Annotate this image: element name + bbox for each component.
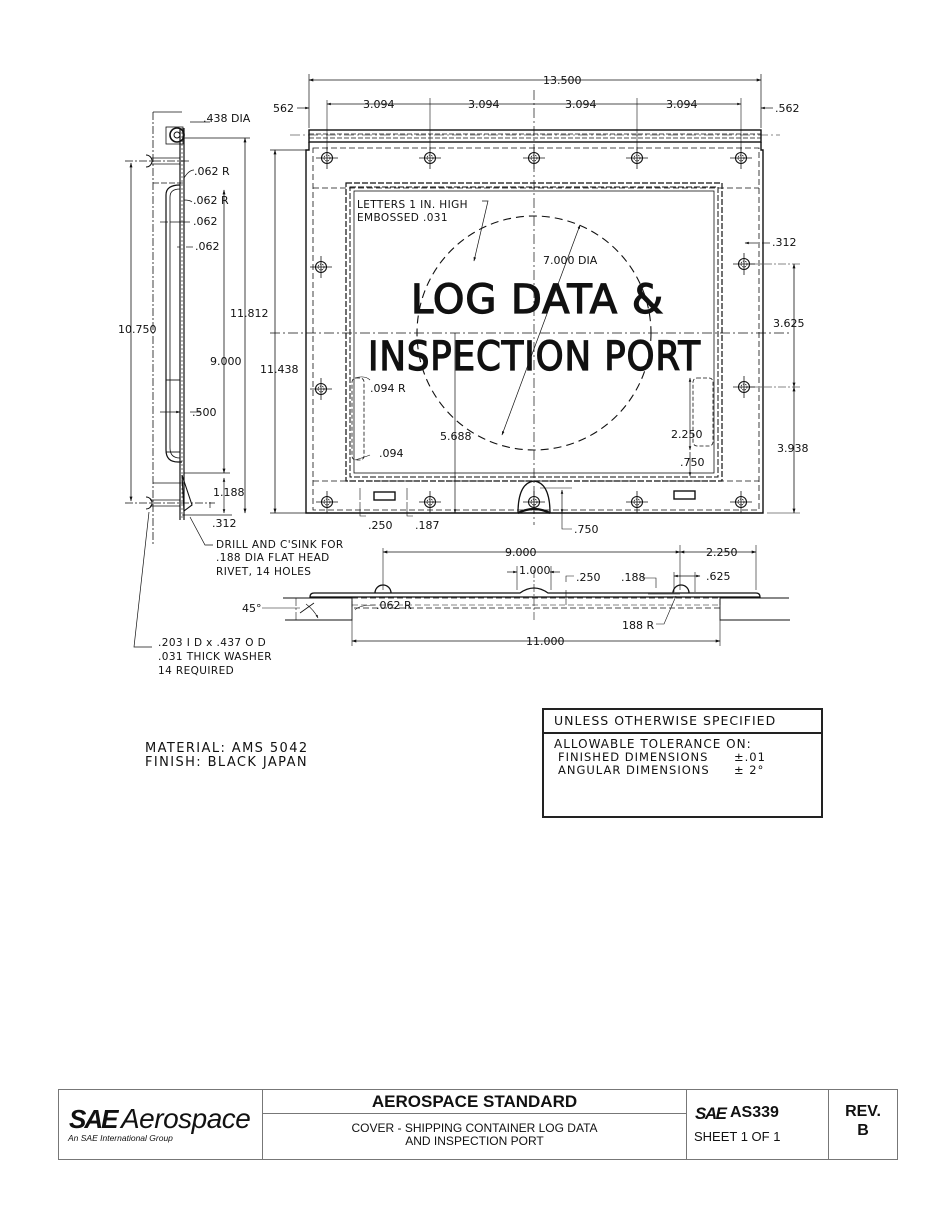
- svg-text:DRILL AND C'SINK FOR: DRILL AND C'SINK FOR: [216, 539, 344, 551]
- svg-text:14 REQUIRED: 14 REQUIRED: [158, 665, 234, 677]
- section-view-labels: 9.000 2.250 1.000 .250 .188 .625 .062 R …: [242, 546, 738, 648]
- tolerance-header: UNLESS OTHERWISE SPECIFIED: [544, 710, 821, 734]
- svg-text:11.812: 11.812: [230, 307, 269, 320]
- tolerance-block: UNLESS OTHERWISE SPECIFIED ALLOWABLE TOL…: [542, 708, 823, 818]
- svg-text:.312: .312: [212, 517, 237, 530]
- svg-text:3.094: 3.094: [565, 98, 597, 111]
- document-number: AS339: [730, 1104, 779, 1121]
- material-note: MATERIAL: AMS 5042 FINISH: BLACK JAPAN: [145, 742, 309, 770]
- svg-text:.062: .062: [195, 240, 220, 253]
- svg-text:.062 R: .062 R: [376, 599, 412, 612]
- svg-text:45°: 45°: [242, 602, 262, 615]
- svg-text:LOG DATA &: LOG DATA &: [411, 277, 664, 323]
- tolerance-row-label: FINISHED DIMENSIONS: [558, 750, 709, 764]
- side-view: [125, 111, 250, 648]
- svg-text:3.094: 3.094: [666, 98, 698, 111]
- svg-text:9.000: 9.000: [505, 546, 537, 559]
- tolerance-title: ALLOWABLE TOLERANCE ON:: [554, 737, 752, 751]
- plan-view: [270, 74, 800, 530]
- description-line: AND INSPECTION PORT: [405, 1134, 544, 1148]
- revision-value: B: [857, 1122, 869, 1139]
- svg-text:.250: .250: [576, 571, 601, 584]
- svg-text:.031 THICK WASHER: .031 THICK WASHER: [158, 651, 272, 663]
- description-line: COVER - SHIPPING CONTAINER LOG DATA: [351, 1121, 598, 1135]
- tolerance-row-value: ±.01: [734, 750, 766, 764]
- svg-text:.062: .062: [193, 215, 218, 228]
- svg-text:.750: .750: [680, 456, 705, 469]
- svg-text:13.500: 13.500: [543, 74, 582, 87]
- svg-text:.250: .250: [368, 519, 393, 532]
- tolerance-row: ANGULAR DIMENSIONS ± 2°: [554, 764, 821, 777]
- logo-subtitle: An SAE International Group: [68, 1133, 173, 1143]
- section-view: [262, 545, 790, 646]
- material-line: MATERIAL: AMS 5042: [145, 741, 309, 756]
- aerospace-wordmark: Aerospace: [121, 1103, 251, 1134]
- svg-text:INSPECTION PORT: INSPECTION PORT: [368, 334, 701, 380]
- svg-text:.750: .750: [574, 523, 599, 536]
- svg-text:2.250: 2.250: [706, 546, 738, 559]
- svg-text:11.438: 11.438: [260, 363, 299, 376]
- tolerance-row: FINISHED DIMENSIONS ±.01: [554, 751, 821, 764]
- svg-text:.500: .500: [192, 406, 217, 419]
- revision-label: REV.: [845, 1103, 881, 1120]
- svg-text:.203 I D x .437 O D: .203 I D x .437 O D: [158, 637, 266, 649]
- tolerance-row-label: ANGULAR DIMENSIONS: [558, 763, 710, 777]
- finish-line: FINISH: BLACK JAPAN: [145, 755, 308, 770]
- svg-text:.094: .094: [379, 447, 404, 460]
- sheet-number: SHEET 1 OF 1: [694, 1129, 781, 1144]
- tolerance-row-value: ± 2°: [734, 763, 765, 777]
- svg-text:188 R: 188 R: [622, 619, 654, 632]
- svg-text:.438 DIA: .438 DIA: [203, 112, 251, 125]
- svg-text:.312: .312: [772, 236, 797, 249]
- svg-text:5.688: 5.688: [440, 430, 472, 443]
- svg-text:.094 R: .094 R: [370, 382, 406, 395]
- svg-text:1.188: 1.188: [213, 486, 245, 499]
- svg-text:.188 DIA FLAT HEAD: .188 DIA FLAT HEAD: [216, 552, 330, 564]
- svg-text:.062 R: .062 R: [193, 194, 229, 207]
- side-view-labels: .438 DIA .062 R .062 R .062 .062 10.750 …: [118, 112, 344, 677]
- document-number-cell: SAE AS339 SHEET 1 OF 1: [687, 1090, 829, 1159]
- svg-text:1.000: 1.000: [519, 564, 551, 577]
- svg-text:10.750: 10.750: [118, 323, 157, 336]
- plan-view-labels: 13.500 562 .562 3.094 3.094 3.094 3.094 …: [260, 74, 809, 536]
- svg-text:EMBOSSED .031: EMBOSSED .031: [357, 212, 448, 224]
- svg-text:.187: .187: [415, 519, 440, 532]
- svg-text:.625: .625: [706, 570, 731, 583]
- svg-text:3.094: 3.094: [468, 98, 500, 111]
- svg-text:2.250: 2.250: [671, 428, 703, 441]
- sae-logo-mark: SAE: [69, 1104, 118, 1134]
- svg-text:.062 R: .062 R: [194, 165, 230, 178]
- svg-text:562: 562: [273, 102, 294, 115]
- sae-aerospace-logo: SAE Aerospace An SAE International Group: [59, 1090, 263, 1159]
- svg-text:11.000: 11.000: [526, 635, 565, 648]
- title-block: SAE Aerospace An SAE International Group…: [58, 1089, 898, 1160]
- standard-heading: AEROSPACE STANDARD: [263, 1090, 686, 1114]
- svg-text:3.094: 3.094: [363, 98, 395, 111]
- svg-text:9.000: 9.000: [210, 355, 242, 368]
- svg-text:3.938: 3.938: [777, 442, 809, 455]
- svg-text:.562: .562: [775, 102, 800, 115]
- revision-cell: REV. B: [829, 1090, 897, 1159]
- document-description: COVER - SHIPPING CONTAINER LOG DATA AND …: [263, 1114, 686, 1159]
- svg-text:LETTERS 1 IN. HIGH: LETTERS 1 IN. HIGH: [357, 199, 468, 211]
- sae-small-logo: SAE: [695, 1104, 727, 1123]
- svg-text:3.625: 3.625: [773, 317, 805, 330]
- svg-text:7.000 DIA: 7.000 DIA: [543, 254, 598, 267]
- svg-text:RIVET, 14 HOLES: RIVET, 14 HOLES: [216, 566, 311, 578]
- svg-text:.188: .188: [621, 571, 646, 584]
